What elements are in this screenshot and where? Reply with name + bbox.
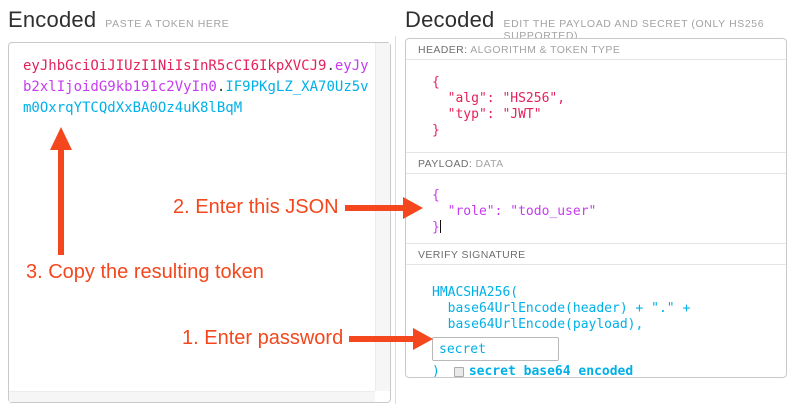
signature-section-label: VERIFY SIGNATURE <box>406 244 786 265</box>
text-cursor <box>439 220 441 233</box>
encoded-panel-header: Encoded PASTE A TOKEN HERE <box>8 7 229 33</box>
signature-code-block: HMACSHA256( base64UrlEncode(header) + ".… <box>406 265 786 378</box>
signature-label-strong: VERIFY SIGNATURE <box>418 249 526 261</box>
base64-checkbox[interactable] <box>453 367 464 377</box>
payload-json-line: } <box>432 220 786 236</box>
base64-checkbox-label[interactable]: secret base64 encoded <box>468 364 634 378</box>
payload-label-light: DATA <box>472 158 504 170</box>
step2-right-arrow-icon <box>402 196 423 219</box>
annotation-step2: 2. Enter this JSON <box>173 196 423 219</box>
annotation-step1-text: 1. Enter password <box>182 327 344 349</box>
header-label-light: ALGORITHM & TOKEN TYPE <box>467 44 621 56</box>
vertical-scrollbar[interactable] <box>375 43 390 391</box>
header-section-label: HEADER: ALGORITHM & TOKEN TYPE <box>406 39 786 60</box>
token-payload-part: eyJyb2xlIjoidG9kb191c2VyIn0 <box>23 58 369 95</box>
header-json-line: { <box>432 75 440 90</box>
signature-closing-line: ) secret base64 encoded <box>432 364 786 378</box>
header-json-line: "alg": "HS256", <box>432 91 566 106</box>
token-header-part: eyJhbGciOiJIUzI1NiIsInR5cCI6IkpXVCJ9 <box>23 58 327 74</box>
decoded-panel: HEADER: ALGORITHM & TOKEN TYPE { "alg": … <box>405 38 787 378</box>
encoded-title: Encoded <box>8 7 97 32</box>
payload-json-line: "role": "todo_user" <box>432 204 597 219</box>
payload-json-line: { <box>432 188 440 203</box>
horizontal-scrollbar[interactable] <box>9 391 375 402</box>
signature-code-line: HMACSHA256( <box>432 285 519 300</box>
token-signature-part: IF9PKgLZ_XA70Uz5vm0OxrqYTCQdXxBA0Oz4uK8l… <box>23 79 369 116</box>
encoded-subtitle: PASTE A TOKEN HERE <box>105 18 230 30</box>
header-json-line: } <box>432 123 440 138</box>
payload-section-label: PAYLOAD: DATA <box>406 153 786 174</box>
secret-input[interactable] <box>432 337 559 361</box>
annotation-step1: 1. Enter password <box>182 327 434 350</box>
step3-up-arrow-head <box>50 127 72 150</box>
decoded-title: Decoded <box>405 7 495 32</box>
panel-divider <box>395 36 396 404</box>
step2-arrow-shaft <box>344 204 403 211</box>
annotation-step2-text: 2. Enter this JSON <box>173 196 339 218</box>
payload-json-editor[interactable]: { "role": "todo_user" } <box>406 174 786 244</box>
jwt-token-text[interactable]: eyJhbGciOiJIUzI1NiIsInR5cCI6IkpXVCJ9.eyJ… <box>9 43 369 119</box>
header-json-editor[interactable]: { "alg": "HS256", "typ": "JWT" } <box>406 60 786 153</box>
annotation-step3: 3. Copy the resulting token <box>26 261 264 284</box>
header-label-strong: HEADER: <box>418 44 468 56</box>
payload-label-strong: PAYLOAD: <box>418 158 473 170</box>
step1-right-arrow-icon <box>413 327 434 350</box>
token-dot-2: . <box>216 79 226 95</box>
step1-arrow-shaft <box>349 335 414 342</box>
header-json-line: "typ": "JWT" <box>432 107 542 122</box>
encoded-token-editor[interactable]: eyJhbGciOiJIUzI1NiIsInR5cCI6IkpXVCJ9.eyJ… <box>8 42 391 403</box>
decoded-panel-header: Decoded EDIT THE PAYLOAD AND SECRET (ONL… <box>405 7 793 42</box>
signature-code-line: base64UrlEncode(payload), <box>432 317 644 332</box>
annotation-step3-text: 3. Copy the resulting token <box>26 261 264 283</box>
token-dot-1: . <box>326 58 335 74</box>
step3-up-arrow-icon <box>50 127 72 255</box>
step3-up-arrow-shaft <box>58 150 64 255</box>
payload-closing-brace: } <box>432 220 440 235</box>
closing-paren: ) <box>432 364 440 378</box>
signature-code-line: base64UrlEncode(header) + "." + <box>432 301 691 316</box>
